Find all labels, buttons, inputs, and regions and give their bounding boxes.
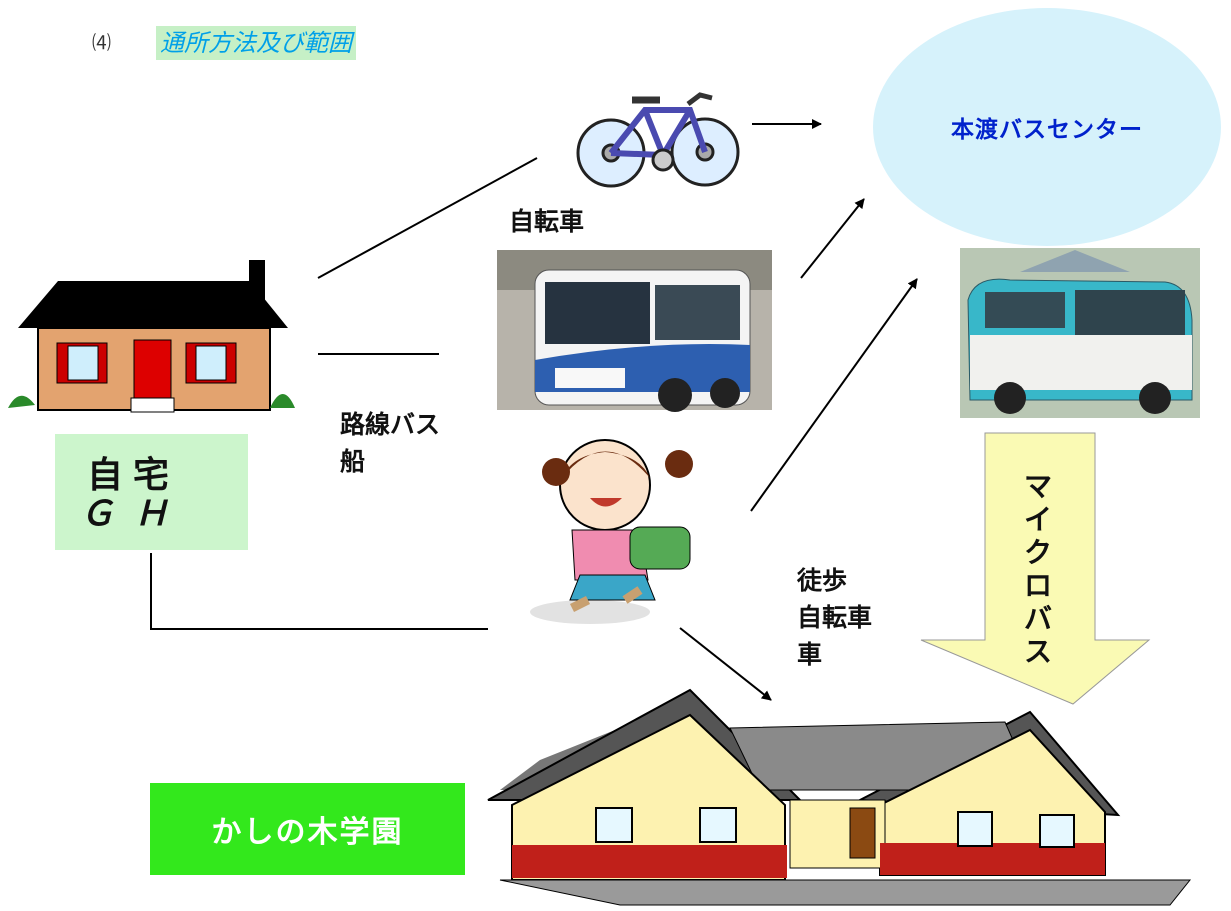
bus-center-ellipse: 本渡バスセンター [873, 8, 1221, 246]
home-label-2: ＧＨ [80, 494, 188, 534]
home-box [55, 434, 248, 550]
line-home-to-bicycle [317, 157, 538, 279]
girl-running-icon [530, 439, 693, 624]
home-label-1: 自宅 [87, 455, 180, 496]
school-label: かしの木学園 [211, 815, 404, 850]
walk-label: 徒歩 [797, 566, 848, 595]
heading-title: 通所方法及び範囲 [156, 26, 356, 60]
microbus-label: マイクロバス [1023, 470, 1052, 668]
arrow-walk-to-school [679, 627, 772, 701]
bicycle-icon [576, 92, 740, 188]
route-bus-label: 路線バス [340, 410, 441, 439]
connector-lines [150, 119, 918, 701]
ship-label: 船 [340, 447, 366, 476]
house-icon [8, 260, 295, 413]
heading-number: ⑷ [92, 32, 112, 54]
school-label-box: かしの木学園 [150, 783, 465, 875]
school-building-icon [487, 688, 1192, 906]
bus-center-label: 本渡バスセンター [951, 117, 1143, 143]
microbus-photo [960, 248, 1200, 418]
arrow-bus-to-center [800, 198, 865, 279]
route-bus-photo [497, 250, 772, 412]
arrow-walk-to-center [750, 278, 918, 512]
walk-bicycle-label: 自転車 [797, 603, 873, 632]
microbus-down-arrow [920, 432, 1151, 705]
line-home-to-walk [150, 553, 488, 630]
bicycle-label: 自転車 [509, 207, 585, 236]
walk-car-label: 車 [797, 640, 823, 669]
